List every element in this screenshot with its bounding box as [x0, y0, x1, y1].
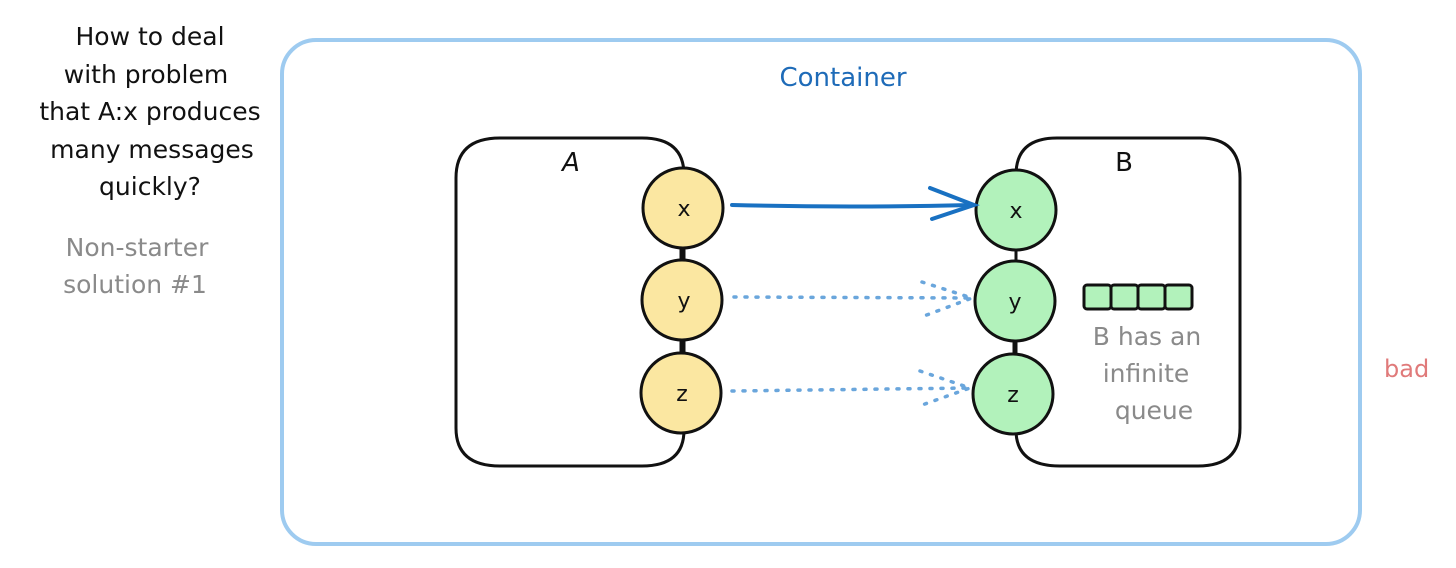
question-text: How to deal with problem that A:x produc… — [39, 22, 260, 201]
question-line: How to deal — [75, 22, 224, 51]
port-b-z: z — [971, 352, 1055, 436]
queue-cell — [1082, 283, 1113, 311]
solution-note: Non-starter solution #1 — [63, 233, 209, 299]
component-b-label: B — [1115, 148, 1133, 178]
arrow-z-shaft — [730, 386, 970, 393]
component-a-label: A — [560, 148, 580, 178]
note-line: solution #1 — [63, 270, 207, 299]
question-line: many messages — [50, 135, 254, 164]
arrow-y-dotted — [732, 280, 978, 318]
queue-cell — [1163, 283, 1194, 311]
port-label: y — [677, 289, 690, 314]
port-a-y: y — [640, 258, 724, 342]
port-label: x — [677, 197, 690, 222]
container-box — [280, 38, 1362, 546]
container-title: Container — [779, 63, 906, 93]
queue-note: B has an infinite queue — [1093, 322, 1201, 425]
port-circle — [640, 258, 724, 342]
question-line: quickly? — [99, 172, 201, 201]
port-label: x — [1009, 199, 1022, 224]
arrow-x-shaft — [730, 203, 974, 209]
question-line: with problem — [64, 60, 228, 89]
arrow-z-head — [918, 369, 976, 407]
port-label: y — [1008, 290, 1021, 315]
question-line: that A:x produces — [39, 97, 260, 126]
port-circle — [973, 259, 1057, 343]
arrow-x-solid — [730, 186, 980, 221]
queue-note-line: queue — [1115, 396, 1193, 425]
port-circle — [974, 168, 1058, 252]
arrow-y-head — [920, 280, 978, 318]
note-line: Non-starter — [66, 233, 209, 262]
queue-cell — [1109, 283, 1140, 311]
port-a-x: x — [641, 166, 725, 250]
queue-note-line: B has an — [1093, 322, 1201, 351]
port-b-y: y — [973, 259, 1057, 343]
component-b-box — [1014, 136, 1242, 468]
queue-cell — [1136, 283, 1167, 311]
port-b-x: x — [974, 168, 1058, 252]
arrow-y-shaft — [732, 295, 972, 300]
component-a-box — [454, 136, 686, 468]
port-label: z — [676, 382, 688, 407]
port-circle — [639, 351, 723, 435]
port-label: z — [1007, 383, 1019, 408]
queue-note-line: infinite — [1103, 359, 1190, 388]
verdict-label: bad — [1384, 355, 1429, 383]
port-circle — [971, 352, 1055, 436]
queue-cells — [1082, 283, 1194, 311]
arrow-x-head — [928, 186, 980, 221]
arrow-z-dotted — [730, 369, 976, 407]
port-a-z: z — [639, 351, 723, 435]
port-circle — [641, 166, 725, 250]
